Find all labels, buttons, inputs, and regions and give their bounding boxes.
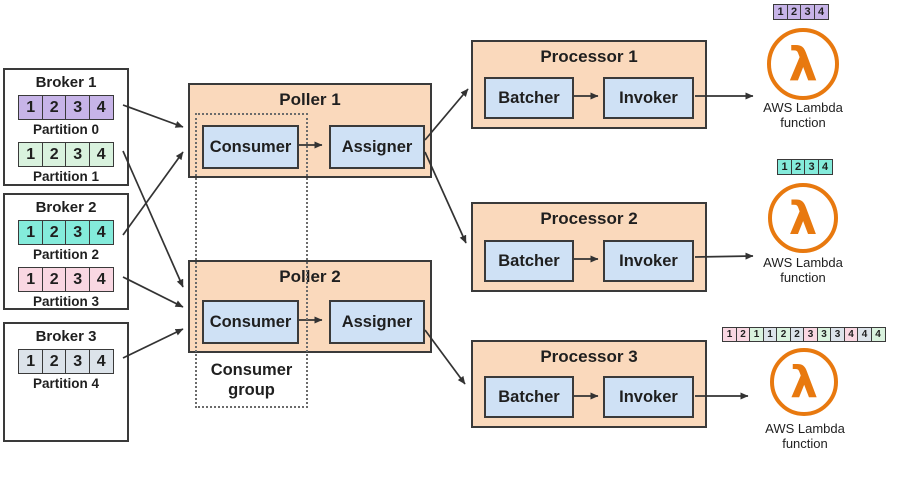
record-cell: 1 xyxy=(18,142,44,167)
record-cell: 3 xyxy=(830,327,845,342)
broker-2: Broker 2 1 2 3 4 Partition 2 1 2 3 4 Par… xyxy=(3,193,129,310)
partition-3-cells: 1 2 3 4 xyxy=(18,267,114,292)
partition-2-label: Partition 2 xyxy=(32,247,99,262)
record-cell: 4 xyxy=(817,159,833,175)
broker-1: Broker 1 1 2 3 4 Partition 0 1 2 3 4 Par… xyxy=(3,68,129,186)
poller-2: Poller 2 Consumer Assigner xyxy=(188,260,432,353)
record-cell: 1 xyxy=(18,220,44,245)
arrow-partition0-to-poller1 xyxy=(122,104,184,128)
poller-1: Poller 1 Consumer Assigner xyxy=(188,83,432,178)
invoker-1: Invoker xyxy=(603,77,694,119)
record-cell: 3 xyxy=(65,142,91,167)
record-cell: 4 xyxy=(870,327,886,342)
processor-1: Processor 1 Batcher Invoker xyxy=(471,40,707,129)
partition-1-label: Partition 1 xyxy=(32,169,99,184)
consumer-group-label: Consumer group xyxy=(210,361,293,399)
broker-1-title: Broker 1 xyxy=(35,74,97,91)
aws-lambda-icon: λ xyxy=(767,28,839,100)
record-cell: 4 xyxy=(88,267,114,292)
batcher-2: Batcher xyxy=(484,240,574,282)
invoker-3: Invoker xyxy=(603,376,694,418)
processor-2-title: Processor 2 xyxy=(540,209,638,228)
lambda-1-batch-cells: 1 2 3 4 xyxy=(773,4,829,20)
record-cell: 3 xyxy=(65,220,91,245)
lambda-glyph-icon: λ xyxy=(788,191,818,245)
processor-2: Processor 2 Batcher Invoker xyxy=(471,202,707,292)
partition-3-label: Partition 3 xyxy=(32,294,99,309)
record-cell: 3 xyxy=(65,267,91,292)
record-cell: 1 xyxy=(18,95,44,120)
lambda-glyph-icon: λ xyxy=(788,37,818,91)
poller-2-title: Poller 2 xyxy=(279,267,341,286)
record-cell: 4 xyxy=(88,220,114,245)
partition-1-cells: 1 2 3 4 xyxy=(18,142,114,167)
aws-lambda-icon: λ xyxy=(768,183,838,253)
assigner-2: Assigner xyxy=(329,300,425,344)
arrow-partition4-to-poller2 xyxy=(122,328,184,359)
broker-3-title: Broker 3 xyxy=(35,328,97,345)
processor-3: Processor 3 Batcher Invoker xyxy=(471,340,707,428)
lambda-glyph-icon: λ xyxy=(790,356,818,408)
record-cell: 2 xyxy=(41,349,67,374)
batcher-1: Batcher xyxy=(484,77,574,119)
aws-lambda-icon: λ xyxy=(770,348,838,416)
lambda-2-batch-cells: 1 2 3 4 xyxy=(777,159,833,175)
partition-4-label: Partition 4 xyxy=(32,376,99,391)
consumer-1: Consumer xyxy=(202,125,299,169)
broker-2-title: Broker 2 xyxy=(35,199,97,216)
arrow-partition3-to-poller2 xyxy=(122,276,184,308)
lambda-3-batch-cells: 1 2 1 1 2 2 3 3 3 4 4 4 xyxy=(722,327,886,342)
record-cell: 4 xyxy=(88,142,114,167)
arrow-partition2-to-poller1 xyxy=(122,151,184,236)
assigner-1: Assigner xyxy=(329,125,425,169)
record-cell: 1 xyxy=(18,267,44,292)
batcher-3: Batcher xyxy=(484,376,574,418)
poller-1-title: Poller 1 xyxy=(279,90,341,109)
record-cell: 4 xyxy=(88,95,114,120)
arrow-partition1-to-poller2 xyxy=(122,150,184,288)
record-cell: 4 xyxy=(813,4,829,20)
partition-0-cells: 1 2 3 4 xyxy=(18,95,114,120)
lambda-1-label: AWS Lambda function xyxy=(763,100,843,130)
record-cell: 4 xyxy=(88,349,114,374)
processor-1-title: Processor 1 xyxy=(540,47,638,66)
invoker-2: Invoker xyxy=(603,240,694,282)
record-cell: 4 xyxy=(843,327,859,342)
record-cell: 1 xyxy=(18,349,44,374)
broker-3: Broker 3 1 2 3 4 Partition 4 xyxy=(3,322,129,442)
record-cell: 3 xyxy=(65,349,91,374)
record-cell: 3 xyxy=(65,95,91,120)
processor-3-title: Processor 3 xyxy=(540,347,638,366)
partition-2-cells: 1 2 3 4 xyxy=(18,220,114,245)
consumer-group-boundary xyxy=(195,113,308,408)
partition-4-cells: 1 2 3 4 xyxy=(18,349,114,374)
record-cell: 2 xyxy=(41,142,67,167)
record-cell: 2 xyxy=(41,220,67,245)
lambda-2-label: AWS Lambda function xyxy=(763,255,843,285)
lambda-3-label: AWS Lambda function xyxy=(765,421,845,451)
record-cell: 2 xyxy=(41,95,67,120)
partition-0-label: Partition 0 xyxy=(32,122,99,137)
consumer-2: Consumer xyxy=(202,300,299,344)
record-cell: 2 xyxy=(41,267,67,292)
